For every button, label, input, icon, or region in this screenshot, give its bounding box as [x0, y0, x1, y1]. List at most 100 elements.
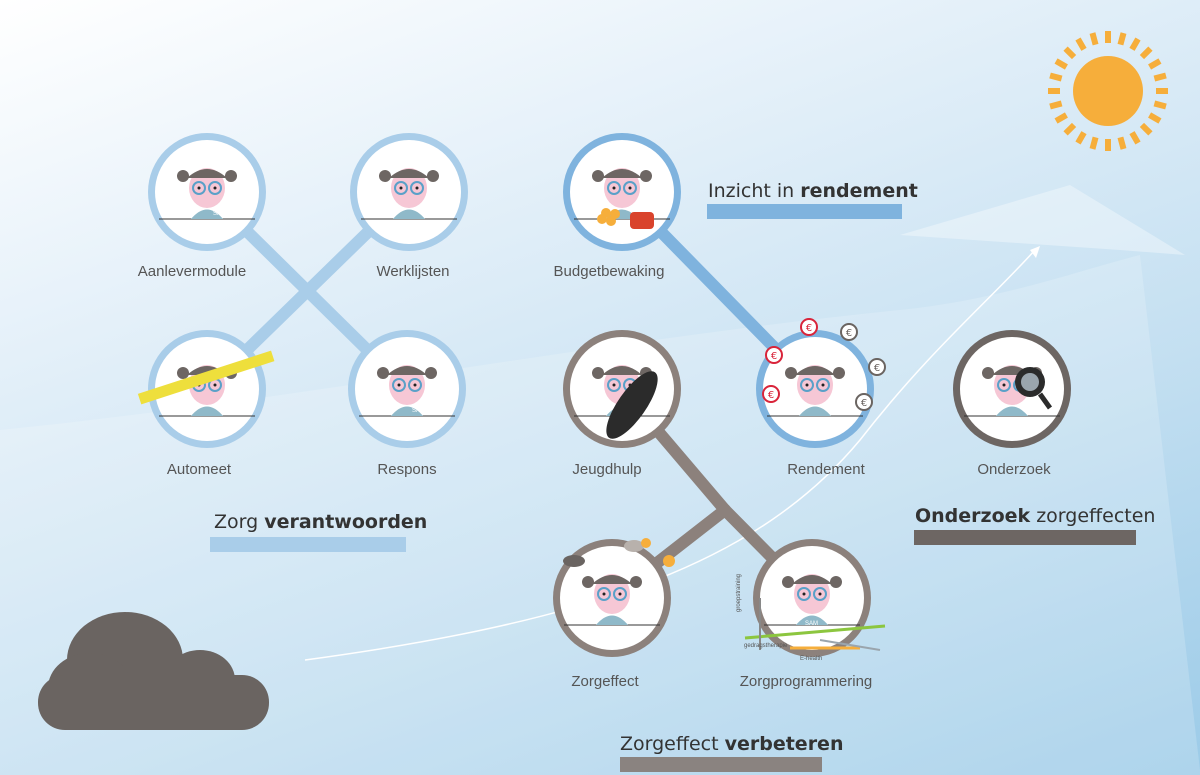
sun-ray	[1117, 32, 1127, 46]
character-pigtail	[177, 170, 189, 182]
node-label-jeugdhulp[interactable]: Jeugdhulp	[572, 461, 642, 478]
node-rendement[interactable]	[756, 330, 874, 448]
heading-bar-inzicht-rendement	[707, 204, 902, 219]
node-respons[interactable]	[348, 330, 466, 448]
glasses-icon	[192, 181, 206, 195]
sun-ray	[1148, 112, 1162, 124]
glasses-icon	[623, 181, 637, 195]
sun-ray	[1148, 58, 1162, 70]
node-label-onderzoek[interactable]: Onderzoek	[977, 461, 1051, 478]
character-pigtail	[782, 576, 794, 588]
sun-ray	[1089, 32, 1099, 46]
character-pigtail	[379, 170, 391, 182]
node-werklijsten[interactable]	[350, 133, 468, 251]
euro-coin-icon	[840, 323, 858, 341]
character-pigtail	[225, 170, 237, 182]
metro-label-groepstraining: groepstraining	[736, 573, 742, 612]
character-body	[796, 615, 828, 625]
character-body	[596, 615, 628, 625]
node-zorgeffect[interactable]	[553, 539, 671, 657]
character-hair	[602, 169, 642, 178]
node-label-werklijsten[interactable]: Werklijsten	[376, 263, 450, 280]
sun-ray	[1129, 131, 1141, 145]
eye	[821, 383, 825, 387]
glasses-icon	[816, 378, 830, 392]
eye	[399, 186, 403, 190]
background-arrow	[0, 255, 1200, 775]
sun-ray	[1049, 100, 1063, 110]
character-pigtail	[177, 367, 189, 379]
node-label-automeet[interactable]: Automeet	[166, 461, 232, 478]
sam-badge: SAM	[805, 621, 819, 627]
cloud-icon	[38, 612, 269, 730]
eye	[612, 383, 616, 387]
character-body	[799, 406, 831, 416]
eye	[213, 383, 217, 387]
growth-arrow-line	[304, 249, 1036, 661]
node-label-aanlevermodule[interactable]: Aanlevermodule	[137, 263, 247, 280]
glasses-icon	[813, 587, 827, 601]
eye	[413, 383, 417, 387]
sam-badge: SAM	[412, 408, 426, 414]
glasses-icon	[408, 378, 422, 392]
sun-ray	[1054, 58, 1068, 70]
glasses-icon	[613, 587, 627, 601]
node-budgetbewaking[interactable]	[563, 133, 681, 251]
eye	[397, 383, 401, 387]
sun-ray	[1075, 37, 1087, 51]
sun-ray	[1139, 46, 1153, 60]
euro-coin-icon	[800, 318, 818, 336]
node-label-zorgeffect[interactable]: Zorgeffect	[571, 673, 639, 690]
eye	[628, 186, 632, 190]
eye	[415, 186, 419, 190]
glasses-icon	[607, 378, 621, 392]
heading-zorg-verantwoorden: Zorg verantwoorden	[214, 511, 428, 533]
sun-icon	[1048, 31, 1168, 151]
sam-badge: SAM	[213, 211, 227, 217]
glasses-icon	[392, 378, 406, 392]
glasses-icon	[410, 181, 424, 195]
heading-bar-zorgeffect-verbeteren	[620, 757, 822, 772]
heading-zorgeffect-verbeteren: Zorgeffect verbeteren	[620, 733, 844, 755]
node-onderzoek[interactable]	[953, 330, 1071, 448]
glasses-icon	[797, 587, 811, 601]
eye	[805, 383, 809, 387]
node-label-zorgprogrammering[interactable]: Zorgprogrammering	[739, 673, 873, 690]
magnifier-icon	[1015, 367, 1053, 410]
sun-ray	[1117, 136, 1127, 150]
character-pigtail	[982, 367, 994, 379]
node-jeugdhulp[interactable]	[563, 330, 681, 448]
character-body	[191, 209, 223, 219]
euro-symbol: €	[771, 351, 777, 362]
eye	[1002, 383, 1006, 387]
node-zorgprogrammering[interactable]	[753, 539, 871, 657]
eye	[802, 592, 806, 596]
node-label-budgetbewaking[interactable]: Budgetbewaking	[553, 263, 665, 280]
heading-onderzoek-zorgeffecten: Onderzoek zorgeffecten	[915, 505, 1156, 527]
heading-bar-zorg-verantwoorden	[210, 537, 406, 552]
weather-icons	[563, 538, 675, 567]
character-pigtail	[377, 367, 389, 379]
growth-arrow-head	[1030, 246, 1040, 258]
node-aanlevermodule[interactable]	[148, 133, 266, 251]
node-label-respons[interactable]: Respons	[377, 461, 437, 478]
glasses-icon	[394, 181, 408, 195]
metro-label-gedragstherapie: gedragstherapie	[744, 643, 788, 649]
euro-coins: €€€€€€	[762, 318, 886, 411]
character-pigtail	[833, 367, 845, 379]
character-hair	[795, 366, 835, 375]
sun-ray	[1063, 122, 1077, 136]
care-program-metro-icon	[744, 598, 886, 651]
glasses-icon	[997, 378, 1011, 392]
glasses-icon	[597, 587, 611, 601]
background-arrow-head	[900, 185, 1185, 255]
character-body	[996, 406, 1028, 416]
measuring-tape-icon	[137, 350, 275, 405]
character-hair	[187, 169, 227, 178]
node-label-rendement[interactable]: Rendement	[787, 461, 865, 478]
euro-coin-icon	[765, 346, 783, 364]
sun-ray	[1048, 88, 1060, 94]
euro-symbol: €	[846, 328, 852, 339]
sun-ray	[1129, 37, 1141, 51]
heading-bar-onderzoek-zorgeffecten	[914, 530, 1136, 545]
